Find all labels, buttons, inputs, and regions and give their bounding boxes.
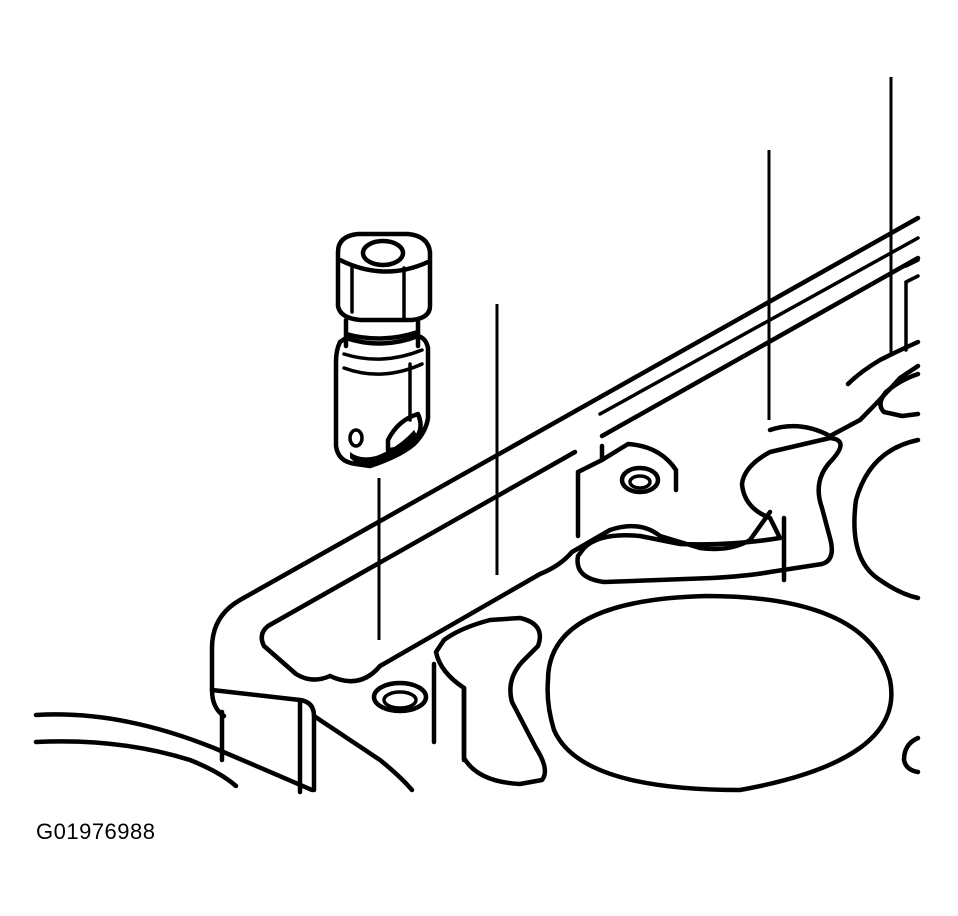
- cylinder-bore-front: [545, 593, 894, 793]
- gasket-right-edge-2: [904, 258, 920, 268]
- bolt-hole-upper-inner: [628, 474, 652, 490]
- block-lower-curve-3: [311, 713, 415, 793]
- cylinder-bores: [545, 437, 921, 793]
- sensor-fitting: [333, 231, 433, 469]
- block-lower-curve-2: [33, 739, 239, 789]
- coolant-passage-upper: [575, 435, 843, 585]
- gasket-right-edge: [904, 274, 920, 352]
- coolant-passages: [431, 371, 921, 787]
- sensor-bore: [360, 238, 406, 268]
- cylinder-bore-edge: [901, 735, 921, 775]
- gasket-outline: [209, 215, 921, 795]
- figure-id-label: G01976988: [36, 819, 156, 844]
- bolt-hole-upper: [619, 465, 661, 495]
- sensor-tip-shadow: [350, 430, 420, 466]
- sensor-hex-head: [335, 231, 433, 323]
- coolant-passage-lower: [433, 615, 548, 787]
- gasket-lower-contour: [327, 509, 773, 684]
- sensor-body-band-2: [342, 362, 424, 376]
- coolant-passage-right: [878, 371, 921, 419]
- sensor-tip-hole: [348, 428, 364, 448]
- bolt-hole-lower-inner: [382, 690, 418, 710]
- bolt-hole-lower-outer: [371, 680, 429, 714]
- sensor-hex-top-edge: [337, 257, 431, 274]
- bolt-boss-outline: [575, 441, 679, 539]
- alignment-guides: [377, 77, 893, 640]
- sensor-collar: [343, 317, 421, 349]
- sensor-body-band-1: [342, 348, 424, 361]
- sensor-tip-notch: [385, 411, 423, 453]
- cylinder-bore-rear: [852, 437, 921, 601]
- bolt-hole-lower: [371, 680, 429, 714]
- gasket-outer-edge: [209, 215, 921, 719]
- block-lower-curve: [33, 712, 315, 793]
- gasket-inner-rail: [598, 236, 920, 416]
- gasket-top-face-edge: [599, 255, 921, 439]
- bolt-boss-upper: [575, 441, 679, 539]
- gasket-top-face-edge-2: [259, 449, 578, 682]
- gasket-right-contour: [767, 363, 921, 439]
- engine-block-lower: [33, 712, 415, 793]
